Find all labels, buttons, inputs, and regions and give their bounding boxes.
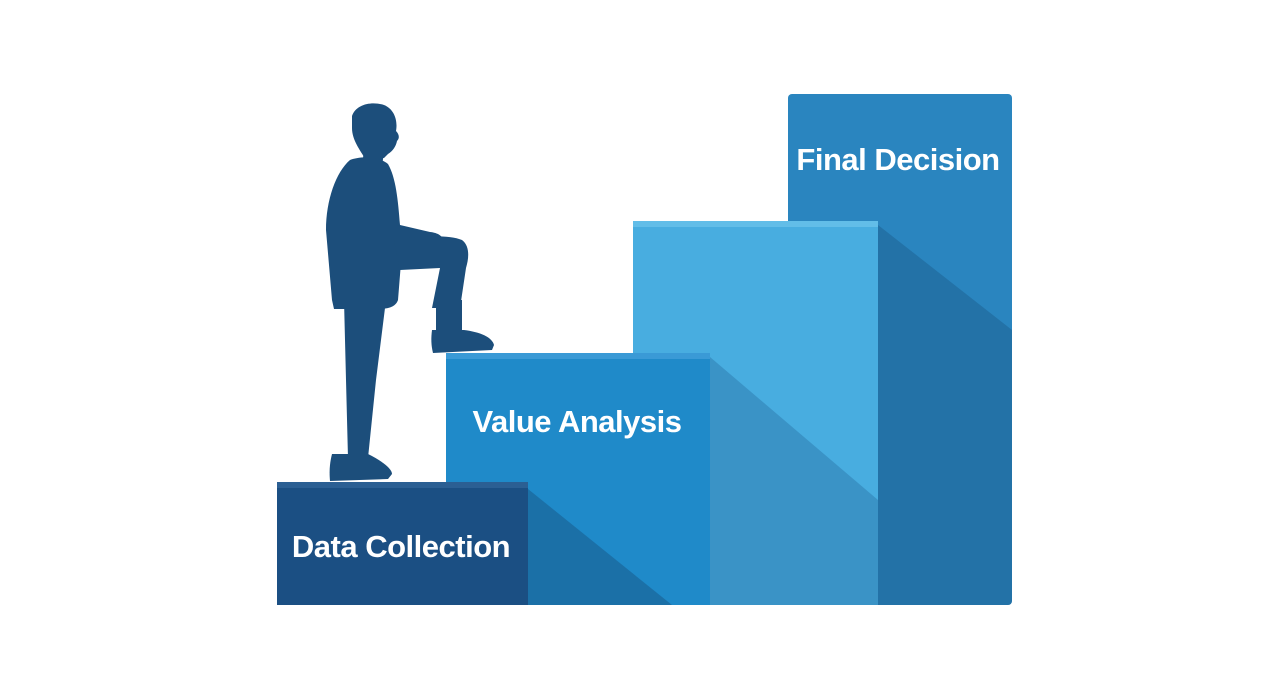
step-label-data-collection: Data Collection — [292, 529, 510, 564]
step-data-collection — [277, 482, 528, 605]
step-shadow — [878, 225, 1012, 605]
step-block — [277, 482, 528, 605]
businessman-silhouette-icon — [326, 103, 494, 481]
step-top-edge — [633, 221, 878, 227]
step-top-edge — [446, 353, 710, 359]
step-label-value-analysis: Value Analysis — [473, 404, 682, 439]
step-label-final-decision: Final Decision — [796, 142, 999, 177]
step-shadow — [710, 357, 878, 605]
step-top-edge — [277, 482, 528, 488]
step-shadow — [528, 489, 672, 605]
